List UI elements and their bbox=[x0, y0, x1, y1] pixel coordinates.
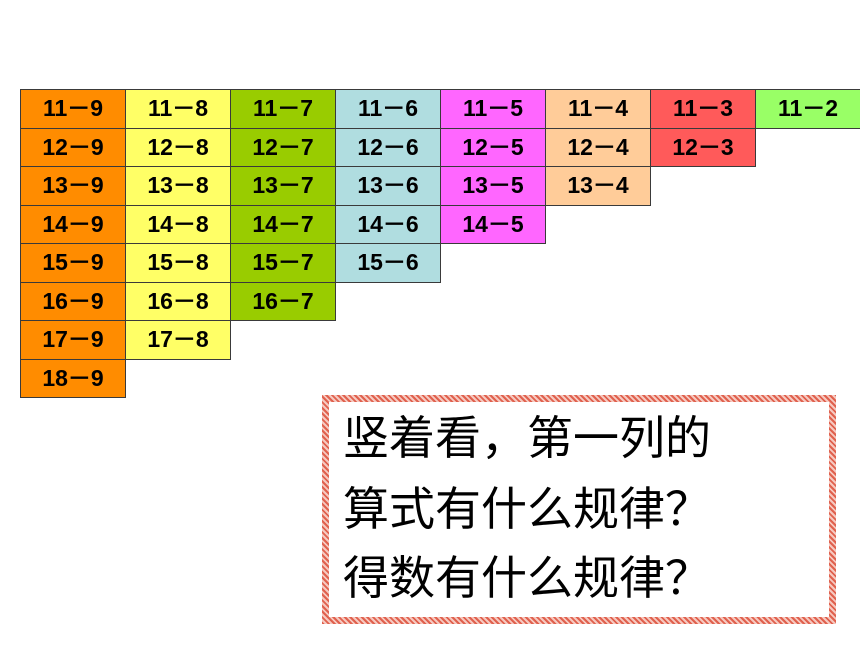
equation-cell: 14－6 bbox=[335, 204, 441, 244]
equation-cell: 13－6 bbox=[335, 166, 441, 206]
question-line-1: 竖着看，第一列的 bbox=[343, 411, 711, 465]
equation-cell: 16－8 bbox=[125, 281, 231, 321]
equation-cell: 18－9 bbox=[20, 358, 126, 398]
equation-cell: 11－2 bbox=[755, 89, 860, 129]
equation-cell: 13－7 bbox=[230, 166, 336, 206]
question-line-2: 算式有什么规律？ bbox=[343, 482, 711, 536]
equation-cell: 12－4 bbox=[545, 127, 651, 167]
equation-cell: 17－9 bbox=[20, 320, 126, 360]
equation-cell: 11－3 bbox=[650, 89, 756, 129]
equation-cell: 15－6 bbox=[335, 243, 441, 283]
question-line-3: 得数有什么规律？ bbox=[343, 551, 711, 605]
equation-cell: 14－5 bbox=[440, 204, 546, 244]
equation-cell: 12－7 bbox=[230, 127, 336, 167]
equation-cell: 13－9 bbox=[20, 166, 126, 206]
equation-cell: 14－8 bbox=[125, 204, 231, 244]
question-box: 竖着看，第一列的 算式有什么规律？ 得数有什么规律？ bbox=[322, 395, 836, 624]
equation-cell: 12－9 bbox=[20, 127, 126, 167]
equation-cell: 11－9 bbox=[20, 89, 126, 129]
equation-cell: 12－5 bbox=[440, 127, 546, 167]
equation-cell: 11－5 bbox=[440, 89, 546, 129]
equation-cell: 15－8 bbox=[125, 243, 231, 283]
equation-cell: 12－8 bbox=[125, 127, 231, 167]
equation-cell: 12－6 bbox=[335, 127, 441, 167]
equation-cell: 12－3 bbox=[650, 127, 756, 167]
equation-cell: 13－5 bbox=[440, 166, 546, 206]
equation-cell: 11－6 bbox=[335, 89, 441, 129]
equation-cell: 11－8 bbox=[125, 89, 231, 129]
equation-cell: 17－8 bbox=[125, 320, 231, 360]
equation-cell: 13－4 bbox=[545, 166, 651, 206]
equation-cell: 15－9 bbox=[20, 243, 126, 283]
equation-cell: 11－4 bbox=[545, 89, 651, 129]
equation-cell: 16－9 bbox=[20, 281, 126, 321]
equation-cell: 13－8 bbox=[125, 166, 231, 206]
equation-cell: 16－7 bbox=[230, 281, 336, 321]
equation-cell: 14－9 bbox=[20, 204, 126, 244]
equation-cell: 14－7 bbox=[230, 204, 336, 244]
equation-cell: 11－7 bbox=[230, 89, 336, 129]
equation-cell: 15－7 bbox=[230, 243, 336, 283]
